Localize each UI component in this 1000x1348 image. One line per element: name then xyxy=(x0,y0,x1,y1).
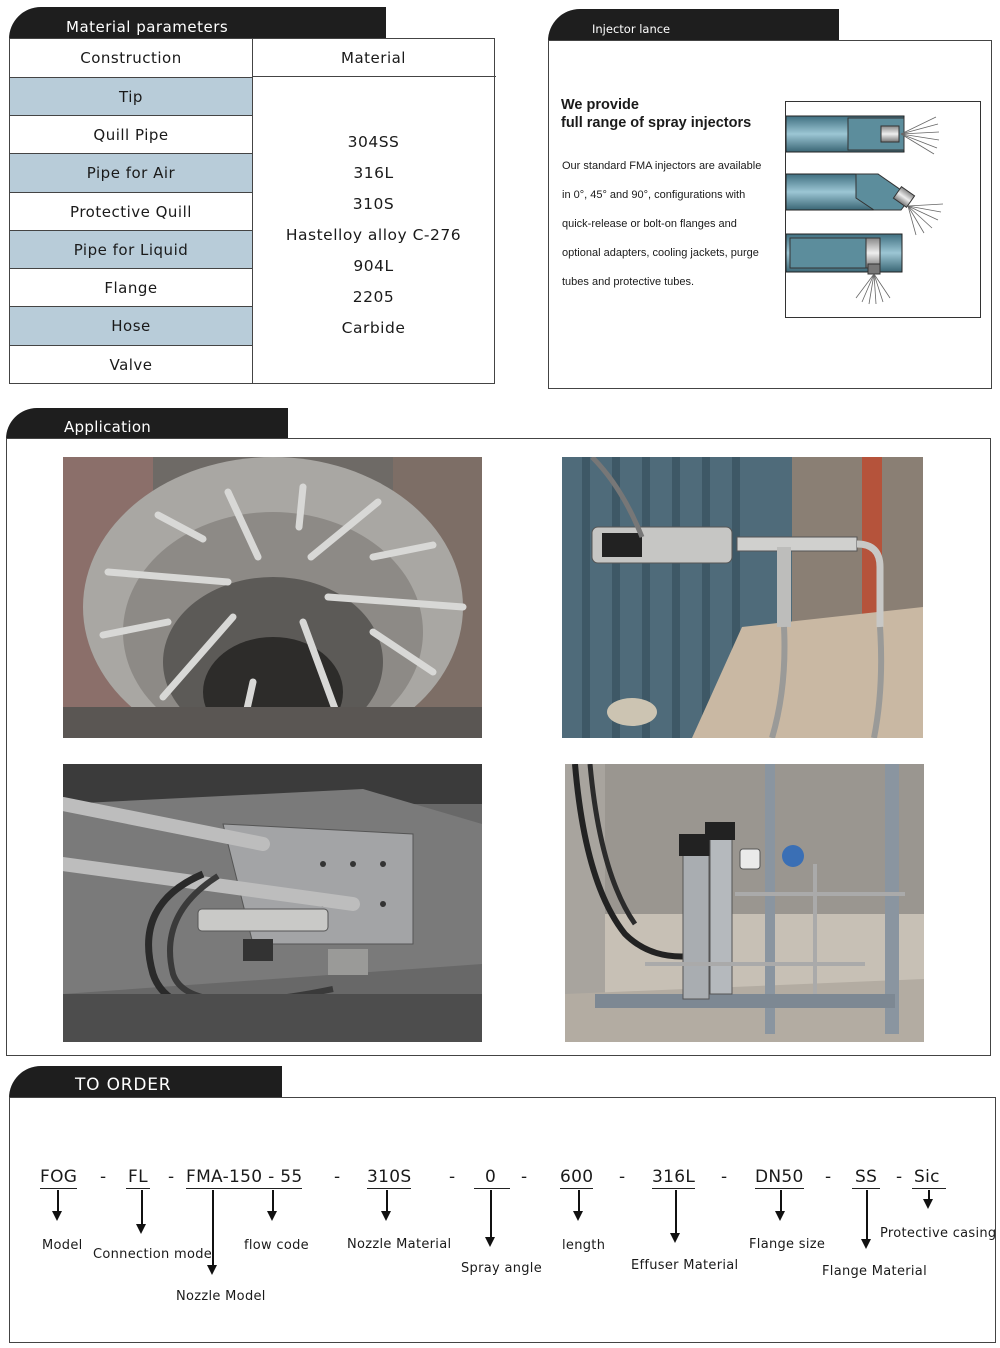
material-item: 316L xyxy=(353,164,394,182)
label-flow-code: flow code xyxy=(244,1238,309,1253)
construction-row: Protective Quill xyxy=(10,192,252,230)
code-flange-material: SS xyxy=(852,1167,881,1189)
injector-panel: We provide full range of spray injectors… xyxy=(548,40,992,389)
construction-row: Pipe for Liquid xyxy=(10,230,252,268)
label-length: length xyxy=(562,1238,606,1253)
material-item: 304SS xyxy=(347,133,400,151)
label-protective-casing: Protective casing xyxy=(880,1226,997,1241)
material-parameters-tab: Material parameters xyxy=(9,7,386,39)
injector-description: Our standard FMA injectors are available… xyxy=(562,160,762,288)
arrow-protective-casing xyxy=(924,1190,932,1209)
code-flange-size: DN50 xyxy=(755,1167,804,1189)
code-protective-casing: Sic xyxy=(912,1167,946,1189)
material-list: 304SS 316L 310S Hastelloy alloy C-276 90… xyxy=(253,127,494,344)
application-panel xyxy=(6,438,991,1056)
label-flange-material: Flange Material xyxy=(822,1264,927,1279)
arrow-nozzle-model xyxy=(208,1190,216,1275)
application-title: Application xyxy=(64,418,152,436)
material-item: Carbide xyxy=(341,319,406,337)
construction-row: Tip xyxy=(10,77,252,115)
lance-bracket-photo xyxy=(63,764,482,1042)
construction-row: Quill Pipe xyxy=(10,115,252,153)
arrow-flange-size xyxy=(776,1190,784,1221)
application-tab: Application xyxy=(6,408,288,439)
label-connection-mode: Connection mode xyxy=(93,1247,213,1262)
injector-hoses-photo xyxy=(562,457,923,738)
arrow-flow-code xyxy=(268,1190,276,1221)
construction-row: Pipe for Air xyxy=(10,153,252,192)
code-model: FOG xyxy=(40,1167,78,1189)
code-nozzle-material: 310S xyxy=(367,1167,412,1189)
arrow-flange-material xyxy=(862,1190,870,1249)
code-nozzle-model: FMA-150 - 55 xyxy=(186,1167,303,1189)
material-item: 904L xyxy=(353,257,394,275)
injector-configurations-illustration xyxy=(785,101,981,318)
injector-heading: We provide full range of spray injectors xyxy=(561,97,752,131)
label-model: Model xyxy=(42,1238,83,1253)
arrow-length xyxy=(574,1190,582,1221)
label-effuser-material: Effuser Material xyxy=(631,1258,739,1273)
order-panel xyxy=(9,1097,996,1343)
code-spray-angle: 0 xyxy=(474,1167,511,1189)
label-spray-angle: Spray angle xyxy=(461,1261,543,1276)
label-flange-size: Flange size xyxy=(749,1237,826,1252)
duct-lances-photo xyxy=(63,457,482,738)
to-order-title: TO ORDER xyxy=(75,1075,172,1095)
injector-lance-tab: Injector lance xyxy=(548,9,839,41)
pump-skid-photo xyxy=(565,764,924,1042)
injector-lance-title: Injector lance xyxy=(592,22,671,36)
material-header: Material xyxy=(341,49,406,67)
construction-header: Construction xyxy=(80,49,182,67)
material-parameters-title: Material parameters xyxy=(66,18,229,36)
construction-row: Hose xyxy=(10,306,252,345)
material-item: 310S xyxy=(352,195,395,213)
to-order-tab: TO ORDER xyxy=(9,1066,282,1098)
arrow-nozzle-material xyxy=(382,1190,390,1221)
construction-row: Valve xyxy=(10,345,252,383)
arrow-model xyxy=(53,1190,61,1221)
label-nozzle-material: Nozzle Material xyxy=(347,1237,452,1252)
material-table: Construction Material Tip Quill Pipe Pip… xyxy=(9,38,496,384)
arrow-spray-angle xyxy=(486,1190,494,1247)
code-length: 600 xyxy=(560,1167,594,1189)
label-nozzle-model: Nozzle Model xyxy=(176,1289,266,1304)
code-connection-mode: FL xyxy=(126,1167,150,1189)
material-item: 2205 xyxy=(352,288,395,306)
construction-row: Flange xyxy=(10,268,252,306)
arrow-connection-mode xyxy=(137,1190,145,1234)
arrow-effuser-material xyxy=(671,1190,679,1243)
material-item: Hastelloy alloy C-276 xyxy=(285,226,462,244)
code-effuser-material: 316L xyxy=(652,1167,696,1189)
